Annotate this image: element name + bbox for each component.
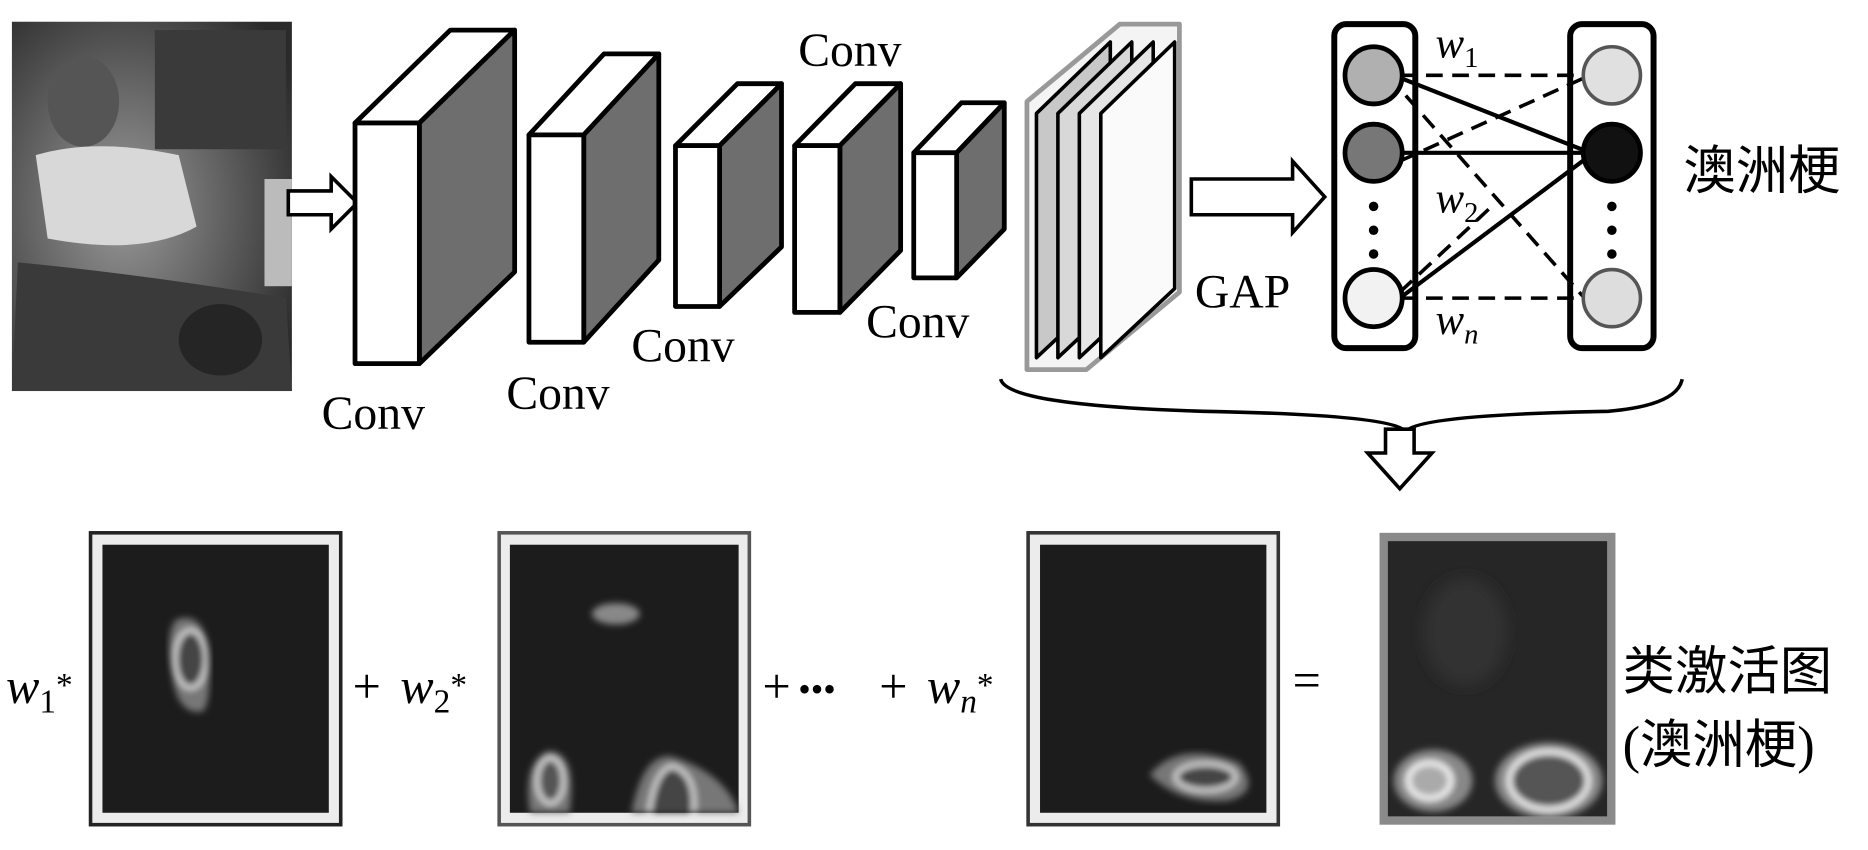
class-label: 澳洲梗 xyxy=(1683,143,1840,201)
weight-label-n: wn xyxy=(1436,297,1479,351)
conv-block-5 xyxy=(911,100,1007,281)
plus-sign: + xyxy=(762,658,790,714)
weight-label-1: w1 xyxy=(1436,20,1479,74)
conv-label-2: Conv xyxy=(506,368,609,420)
plus-sign: + xyxy=(353,658,381,714)
conv-label-3: Conv xyxy=(631,320,734,372)
plus-sign: + xyxy=(879,658,907,714)
heatmap-2 xyxy=(497,531,752,827)
weight-label-2: w2 xyxy=(1436,175,1479,229)
ellipsis: ••• xyxy=(798,669,836,709)
input-photo xyxy=(11,21,292,392)
class-activation-map xyxy=(1379,532,1616,825)
arrow-right-icon xyxy=(1189,156,1328,238)
term-w2: w2* xyxy=(400,658,467,721)
conv-label-4: Conv xyxy=(798,25,901,77)
equals-sign: = xyxy=(1293,652,1321,708)
gap-label: GAP xyxy=(1195,267,1290,319)
conv-block-3 xyxy=(673,81,784,309)
fc-layer xyxy=(1331,21,1657,352)
term-wn: wn* xyxy=(927,658,994,721)
feature-maps xyxy=(1024,21,1182,372)
result-label-line2: (澳洲梗) xyxy=(1623,717,1815,775)
arrow-down-icon xyxy=(1363,427,1436,492)
conv-block-1 xyxy=(352,27,518,367)
conv-label-5: Conv xyxy=(866,296,969,348)
term-w1: w1* xyxy=(6,658,73,721)
conv-block-2 xyxy=(526,51,662,345)
brace xyxy=(998,378,1684,435)
conv-label-1: Conv xyxy=(322,388,425,440)
heatmap-1 xyxy=(88,531,343,827)
conv-block-4 xyxy=(792,81,904,315)
heatmap-n xyxy=(1026,531,1281,827)
result-label-line1: 类激活图 xyxy=(1623,643,1833,701)
arrow-right-icon xyxy=(286,172,360,234)
